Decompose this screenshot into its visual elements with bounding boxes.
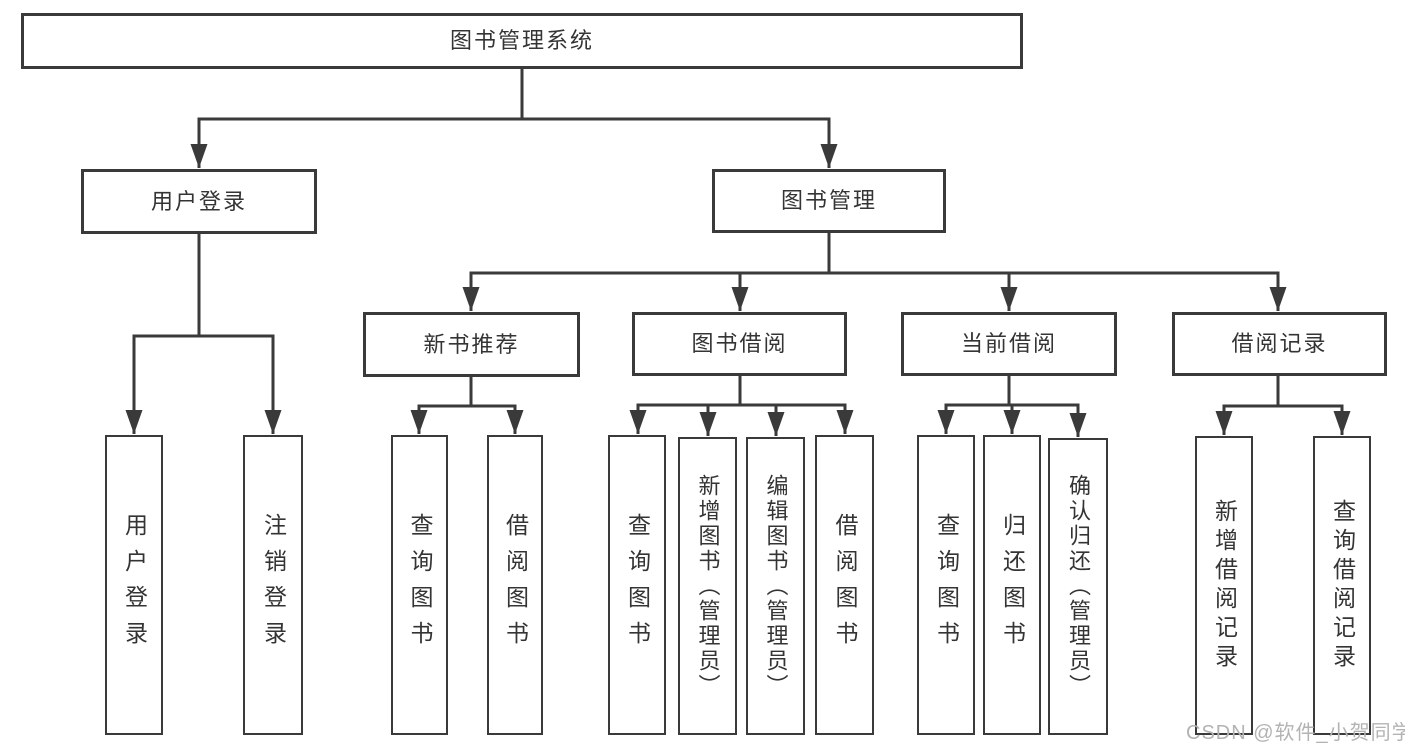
leaf-return-books: 归还图书 [983,435,1041,735]
node-library-system: 图书管理系统 [21,13,1023,69]
node-new-book-recommendation: 新书推荐 [363,312,580,377]
connector-borrow-records-children [1215,375,1351,435]
connector-root-to-level2 [190,67,838,168]
csdn-watermark: CSDN @软件_小贺同学 [1186,722,1405,744]
node-user-login: 用户登录 [81,169,317,234]
leaf-query-books-current: 查询图书 [917,435,975,735]
connector-book-mgmt-to-level3 [462,232,1287,311]
leaf-query-borrow-record: 查询借阅记录 [1313,436,1371,735]
leaf-confirm-return-admin: 确认归还（管理员） [1048,438,1108,735]
connector-current-borrow-children [937,375,1087,437]
leaf-borrow-books-recommend: 借阅图书 [487,435,543,735]
leaf-query-books-borrow: 查询图书 [608,435,666,735]
leaf-borrow-books: 借阅图书 [815,435,874,735]
leaf-query-books-recommend: 查询图书 [391,435,448,735]
leaf-add-book-admin: 新增图书（管理员） [678,437,737,735]
node-book-borrowing: 图书借阅 [632,312,847,376]
node-borrowing-records: 借阅记录 [1172,312,1387,376]
connector-new-books-children [410,376,524,434]
node-book-management: 图书管理 [712,169,946,233]
leaf-logout: 注销登录 [243,435,303,735]
leaf-add-borrow-record: 新增借阅记录 [1195,436,1253,735]
node-current-borrowing: 当前借阅 [901,312,1117,376]
leaf-user-login: 用户登录 [105,435,163,735]
leaf-edit-book-admin: 编辑图书（管理员） [746,437,805,735]
connector-user-login-children [125,233,282,434]
connector-book-borrow-children [629,375,854,436]
